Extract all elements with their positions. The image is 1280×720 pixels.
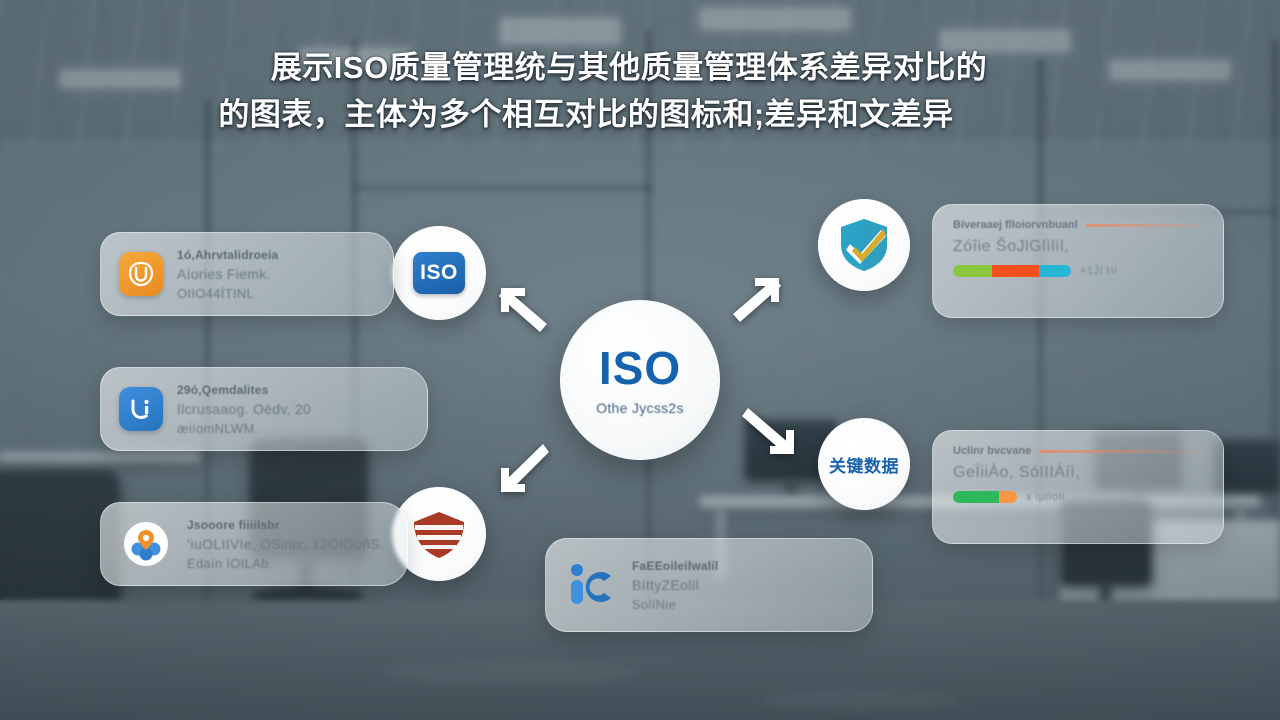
iso-chip-label: ISO bbox=[420, 261, 458, 284]
card-heading: 29ó,Qemdalites bbox=[177, 382, 269, 397]
metric-title: Uclinr bvcvane bbox=[953, 445, 1032, 457]
metric-card-top[interactable]: Bíveraaej flloiorvnbuanl Zóîie ŠoJlGlìlì… bbox=[932, 204, 1224, 318]
card-line-2: SolíNie bbox=[632, 596, 677, 612]
card-line-1: Ilcrusaaog. Oédv, 20 bbox=[177, 400, 312, 417]
card-standards-blue[interactable]: 29ó,Qemdalites Ilcrusaaog. Oédv, 20 æiío… bbox=[100, 367, 428, 451]
metric-progress-bar bbox=[953, 265, 1071, 277]
arrow-to-red-shield-icon bbox=[501, 444, 549, 492]
card-line-1: Aíories Fiemk. bbox=[177, 265, 271, 282]
card-line-1: 'ìuOLIIVIe, OSinix, 12OIGoñS. bbox=[187, 535, 385, 552]
card-heading: 1ó,Ahrvtalidroeia bbox=[177, 247, 279, 262]
card-standards-cluster[interactable]: Jsooore fiiiilsbr 'ìuOLIIVIe, OSinix, 12… bbox=[100, 502, 408, 586]
card-standards-orange[interactable]: 1ó,Ahrvtalidroeia Aíories Fiemk. OIIO44Í… bbox=[100, 232, 394, 316]
metric-bar-row: +1ĴI ŀIi bbox=[953, 265, 1203, 277]
metric-rule bbox=[1085, 223, 1203, 227]
metric-header: Uclinr bvcvane bbox=[953, 445, 1203, 457]
cluster-pin-icon bbox=[119, 517, 173, 571]
node-iso-badge[interactable]: ISO bbox=[392, 226, 486, 320]
card-line-2: æiíomNLWM. bbox=[177, 420, 259, 436]
metric-bar-segment bbox=[953, 265, 992, 277]
card-line-2: Edaín IOILAb. bbox=[187, 555, 273, 571]
blue-user-icon bbox=[119, 387, 163, 431]
striped-shield-icon bbox=[414, 512, 464, 558]
card-line-1: BíttyZEolíl bbox=[632, 576, 700, 593]
metric-subtitle: Zóîie ŠoJlGlìlìl, bbox=[953, 238, 1070, 255]
node-shield-check[interactable] bbox=[818, 199, 910, 291]
orange-shield-icon bbox=[119, 252, 163, 296]
arrow-to-shield-check-icon bbox=[733, 278, 781, 322]
metric-card-bottom[interactable]: Uclinr bvcvane GeÏiiÀo, SóIIIÁíì, x iµiI… bbox=[932, 430, 1224, 544]
hub-secondary-label: Othe Jycss2s bbox=[596, 399, 684, 416]
metric-progress-bar bbox=[953, 491, 1017, 503]
node-key-data[interactable]: 关键数据 bbox=[818, 418, 910, 510]
card-text: 29ó,Qemdalites Ilcrusaaog. Oédv, 20 æiío… bbox=[177, 383, 311, 436]
metric-rule bbox=[1039, 449, 1203, 453]
metric-value: x iµiIoIi bbox=[1026, 491, 1065, 503]
hub-primary-label: ISO bbox=[598, 341, 682, 394]
metric-bar-row: x iµiIoIi bbox=[953, 491, 1203, 503]
metric-value: +1ĴI ŀIi bbox=[1080, 265, 1118, 277]
card-bottom-ic[interactable]: FaEEoileilwalíl BíttyZEolíl SolíNie bbox=[545, 538, 873, 632]
metric-bar-segment bbox=[991, 265, 1040, 277]
ic-logo-icon bbox=[564, 558, 618, 612]
metric-bar-segment bbox=[1039, 265, 1071, 277]
metric-title: Bíveraaej flloiorvnbuanl bbox=[953, 219, 1078, 231]
card-text: Jsooore fiiiilsbr 'ìuOLIIVIe, OSinix, 12… bbox=[187, 518, 384, 571]
card-heading: Jsooore fiiiilsbr bbox=[187, 517, 280, 532]
metric-header: Bíveraaej flloiorvnbuanl bbox=[953, 219, 1203, 231]
metric-subtitle: GeÏiiÀo, SóIIIÁíì, bbox=[953, 464, 1081, 481]
card-heading: FaEEoileilwalíl bbox=[632, 558, 719, 573]
card-line-2: OIIO44ÍTINL bbox=[177, 285, 254, 301]
shield-check-icon bbox=[841, 219, 887, 271]
metric-bar-segment bbox=[999, 491, 1017, 503]
key-data-label: 关键数据 bbox=[829, 456, 899, 476]
arrow-to-key-data-icon bbox=[742, 408, 794, 454]
metric-bar-segment bbox=[953, 491, 1000, 503]
arrow-to-iso-badge-icon bbox=[499, 288, 547, 332]
card-text: FaEEoileilwalíl BíttyZEolíl SolíNie bbox=[632, 559, 718, 612]
iso-chip-icon: ISO bbox=[413, 252, 465, 294]
card-text: 1ó,Ahrvtalidroeia Aíories Fiemk. OIIO44Í… bbox=[177, 248, 278, 301]
iso-center-hub[interactable]: ISO Othe Jycss2s bbox=[560, 300, 720, 460]
